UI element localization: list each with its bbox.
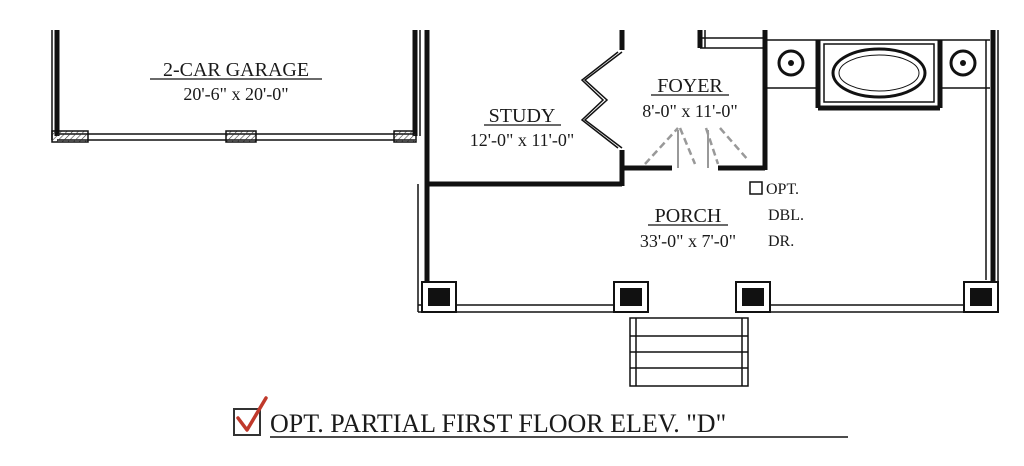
bathroom <box>765 39 990 111</box>
sink-icon-left <box>777 49 805 77</box>
study-dims: 12'-0" x 11'-0" <box>470 130 575 150</box>
porch-dims: 33'-0" x 7'-0" <box>640 231 736 251</box>
study-name: STUDY <box>489 105 556 127</box>
garage-dims: 20'-6" x 20'-0" <box>183 84 288 104</box>
garage-walls <box>51 30 421 143</box>
option-checkbox-icon <box>749 181 763 195</box>
study-walls <box>424 30 625 187</box>
option-note-line1: OPT. <box>766 181 799 198</box>
porch-name: PORCH <box>655 205 722 227</box>
garage-name: 2-CAR GARAGE <box>163 59 309 81</box>
foyer-walls <box>620 30 768 171</box>
checkbox-icon <box>233 408 261 436</box>
option-note-line2: DBL. <box>768 207 804 224</box>
bathtub-icon <box>831 47 927 99</box>
porch-walls <box>417 30 999 313</box>
columns <box>421 281 999 313</box>
plan-title: OPT. PARTIAL FIRST FLOOR ELEV. "D" <box>270 409 726 438</box>
sink-icon-right <box>949 49 977 77</box>
checkmark-icon <box>236 396 268 432</box>
foyer-name: FOYER <box>657 75 723 97</box>
option-note-line3: DR. <box>768 233 794 250</box>
foyer-dims: 8'-0" x 11'-0" <box>642 101 738 121</box>
title-checkbox <box>233 396 268 436</box>
porch-steps <box>629 317 749 387</box>
